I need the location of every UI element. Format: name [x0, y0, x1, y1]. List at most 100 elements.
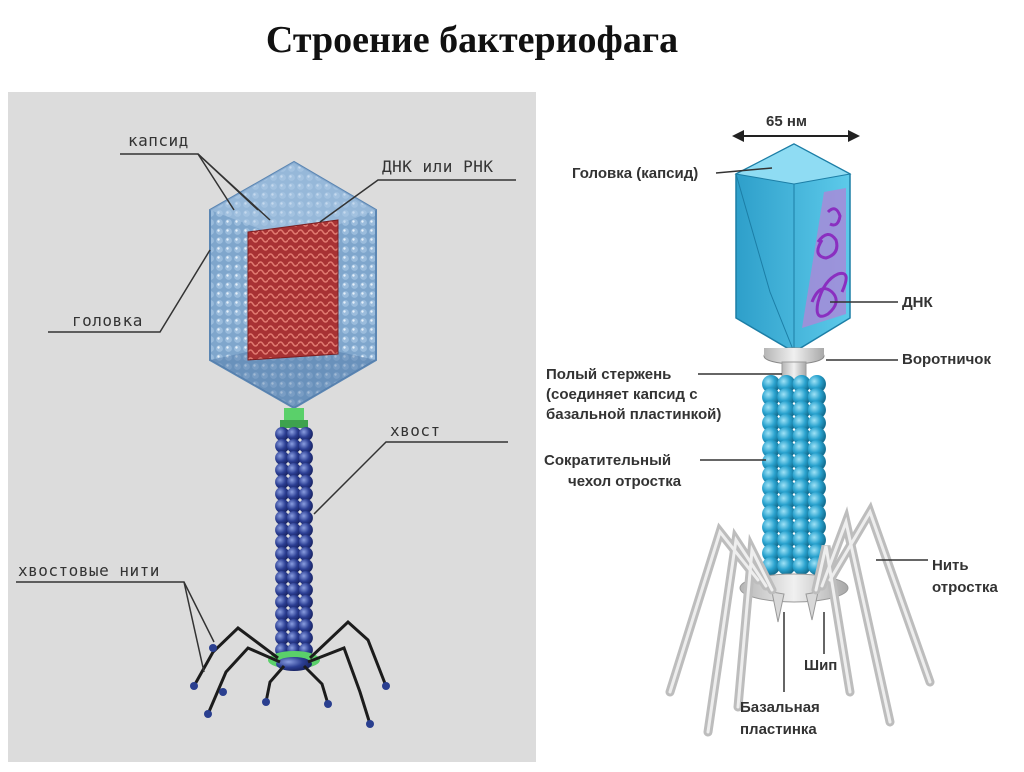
tail-bead [275, 559, 290, 573]
tail-bead [287, 607, 301, 621]
tail-bead [807, 466, 826, 484]
tail-bead [298, 523, 313, 537]
tail-bead [298, 475, 313, 489]
tail-bead [792, 466, 811, 484]
tail-bead [298, 571, 313, 585]
tail-bead [792, 375, 811, 393]
tail-bead [275, 439, 290, 453]
label-size: 65 нм [766, 113, 807, 130]
tail-bead [792, 518, 811, 536]
tail-bead [287, 475, 301, 489]
tail-bead [777, 531, 796, 549]
tail-bead [287, 547, 301, 561]
tail-bead [275, 607, 290, 621]
tail-bead [287, 463, 301, 477]
tail-bead [287, 499, 301, 513]
tail-bead [762, 414, 781, 432]
tail-bead [275, 487, 290, 501]
tail-bead [298, 487, 313, 501]
right-capsid [734, 143, 852, 353]
tail-bead [762, 531, 781, 549]
right-diagram-panel: 65 нм [540, 92, 1024, 767]
tail-bead [287, 535, 301, 549]
left-diagram-panel: капсид ДНК или РНК головка хвост хвостов… [8, 92, 536, 762]
size-arrow [732, 130, 860, 142]
tail-bead [807, 453, 826, 471]
tail-bead [275, 619, 290, 633]
tail-bead [777, 414, 796, 432]
left-dna-core [247, 219, 339, 361]
right-leader-lines [698, 167, 928, 692]
label-head-capsid: Головка (капсид) [572, 165, 698, 182]
tail-bead [792, 531, 811, 549]
tail-bead [275, 535, 290, 549]
tail-bead [792, 440, 811, 458]
tail-bead [275, 475, 290, 489]
tail-bead [275, 595, 290, 609]
tail-bead [792, 544, 811, 562]
label-tail: хвост [390, 421, 441, 440]
label-baseplate-2: пластинка [740, 721, 817, 738]
tail-bead [792, 453, 811, 471]
tail-bead [792, 427, 811, 445]
tail-bead [298, 451, 313, 465]
right-phage-illustration: 65 нм [544, 113, 998, 738]
tail-bead [762, 427, 781, 445]
tail-bead [287, 511, 301, 525]
tail-bead [807, 388, 826, 406]
tail-bead [298, 499, 313, 513]
label-baseplate-1: Базальная [740, 699, 820, 716]
tail-bead [777, 505, 796, 523]
page-title: Строение бактериофага [265, 19, 679, 61]
tail-bead [762, 401, 781, 419]
tail-bead [792, 557, 811, 575]
tail-bead [298, 595, 313, 609]
tail-bead [792, 401, 811, 419]
tail-bead [762, 440, 781, 458]
tail-bead [287, 523, 301, 537]
tail-bead [298, 607, 313, 621]
tail-bead [298, 547, 313, 561]
label-tail-fibers: хвостовые нити [18, 561, 160, 580]
tail-bead [762, 544, 781, 562]
label-dna-rna: ДНК или РНК [382, 157, 493, 176]
tail-bead [807, 440, 826, 458]
tail-bead [298, 583, 313, 597]
tail-bead [777, 544, 796, 562]
label-dna: ДНК [902, 294, 934, 311]
tail-bead [298, 427, 313, 441]
tail-bead [777, 375, 796, 393]
tail-bead [298, 463, 313, 477]
tail-bead [287, 583, 301, 597]
tail-bead [298, 439, 313, 453]
tail-bead [777, 518, 796, 536]
label-sheath-2: чехол отростка [568, 473, 682, 490]
label-fiber-1: Нить [932, 557, 969, 574]
tail-bead [275, 427, 290, 441]
tail-bead [792, 492, 811, 510]
tail-bead [762, 453, 781, 471]
tail-bead [792, 388, 811, 406]
tail-bead [777, 440, 796, 458]
tail-bead [287, 439, 301, 453]
tail-bead [762, 375, 781, 393]
tail-bead [287, 559, 301, 573]
tail-bead [807, 531, 826, 549]
label-collar: Воротничок [902, 351, 991, 368]
left-collar [280, 408, 308, 428]
left-leader-lines [16, 153, 516, 673]
tail-bead [275, 583, 290, 597]
tail-bead [807, 505, 826, 523]
tail-bead [762, 479, 781, 497]
label-sheath-1: Сократительный [544, 452, 671, 469]
tail-bead [298, 511, 313, 525]
tail-bead [298, 619, 313, 633]
tail-bead [807, 401, 826, 419]
label-spike: Шип [804, 657, 837, 674]
tail-bead [777, 557, 796, 575]
tail-bead [762, 518, 781, 536]
tail-bead [807, 375, 826, 393]
tail-bead [777, 453, 796, 471]
tail-bead [275, 511, 290, 525]
label-hollow-rod-3: базальной пластинкой) [546, 406, 721, 423]
